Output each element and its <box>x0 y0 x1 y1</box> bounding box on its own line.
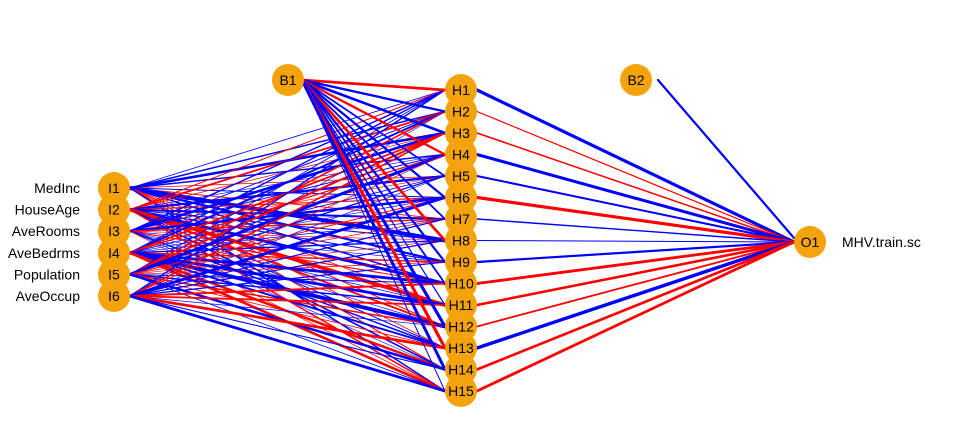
label-layer: MedIncHouseAgeAveRoomsAveBedrmsPopulatio… <box>8 180 921 304</box>
edge-hidden-output <box>476 132 795 243</box>
edge-input-hidden <box>129 218 446 297</box>
edge-bias-hidden <box>300 78 447 350</box>
node-label: H5 <box>452 168 470 184</box>
edge-hidden-output <box>475 240 796 307</box>
edge-hidden-output <box>476 240 795 243</box>
node-label: I1 <box>108 180 120 196</box>
edge-bias-hidden <box>300 78 447 372</box>
edge-input-hidden <box>128 294 447 393</box>
edge-bias-hidden <box>300 78 447 242</box>
edge-input-hidden <box>129 295 446 327</box>
edge-input-hidden <box>128 294 447 350</box>
edge-bias-hidden <box>300 78 447 264</box>
input-feature-label: AveRooms <box>12 223 80 239</box>
edge-bias-hidden <box>301 79 446 177</box>
edge-input-hidden <box>129 89 446 211</box>
edge-input-hidden <box>129 89 446 275</box>
edge-input-hidden <box>129 295 446 371</box>
edge-input-hidden <box>129 89 446 297</box>
input-feature-label: AveOccup <box>16 288 81 304</box>
node-label: H11 <box>449 297 474 313</box>
node-label: H1 <box>452 82 470 98</box>
node-label: H3 <box>452 125 470 141</box>
edge-hidden-output <box>475 240 796 285</box>
edge-hidden-output <box>475 153 796 244</box>
node-label: H9 <box>452 254 470 270</box>
input-feature-label: AveBedrms <box>8 245 80 261</box>
input-feature-label: Population <box>14 266 80 282</box>
edge-input-hidden <box>129 282 446 297</box>
edge-hidden-output <box>475 240 796 371</box>
node-label: I4 <box>108 245 120 261</box>
node-label: H15 <box>448 383 474 399</box>
edge-input-hidden <box>129 295 446 306</box>
node-circle <box>98 280 130 312</box>
node-label: H4 <box>452 147 470 163</box>
edge-hidden-output <box>475 195 796 244</box>
edge-bias-hidden <box>300 78 447 329</box>
edge-bias-hidden <box>301 79 446 306</box>
edge-input-hidden <box>129 89 446 254</box>
edge-input-hidden <box>129 89 446 189</box>
edge-input-hidden <box>128 196 447 298</box>
edge-input-hidden <box>129 154 446 297</box>
edge-layer <box>127 78 796 393</box>
output-variable-label: MHV.train.sc <box>842 234 921 250</box>
edge-bias-hidden <box>301 79 446 285</box>
input-feature-label: HouseAge <box>15 202 81 218</box>
node-circle <box>620 64 652 96</box>
edge-input-hidden <box>129 89 446 232</box>
node-label: I5 <box>108 266 120 282</box>
node-label: H14 <box>448 362 474 378</box>
node-label: H10 <box>448 276 474 292</box>
edge-hidden-output <box>475 240 796 264</box>
edge-bias-hidden <box>301 79 446 220</box>
edge-hidden-output <box>476 175 795 243</box>
bias-node-b2: B2 <box>620 64 652 96</box>
edge-bias-hidden <box>300 78 447 156</box>
node-label: H2 <box>452 104 470 120</box>
edge-bias-hidden <box>300 78 447 135</box>
node-label: H7 <box>452 211 470 227</box>
edge-hidden-output <box>475 88 796 244</box>
edge-bias-hidden <box>300 78 447 199</box>
edge-input-hidden <box>129 132 446 297</box>
input-feature-label: MedInc <box>34 180 80 196</box>
edge-input-hidden <box>129 261 446 297</box>
edge-bias-output <box>656 78 796 240</box>
edge-bias-hidden <box>300 78 447 92</box>
edge-hidden-output <box>475 240 796 393</box>
edge-bias-hidden <box>301 79 446 392</box>
edge-hidden-output <box>475 240 796 350</box>
bias-node-b1: B1 <box>272 64 304 96</box>
edge-hidden-output <box>476 218 795 243</box>
node-label: H12 <box>448 319 474 335</box>
node-label: H13 <box>448 340 474 356</box>
node-circle <box>445 375 477 407</box>
output-node-o1: O1 <box>794 226 826 258</box>
hidden-node-h15: H15 <box>445 375 477 407</box>
node-circle <box>794 226 826 258</box>
node-label: O1 <box>801 234 820 250</box>
node-label: I3 <box>108 223 120 239</box>
edge-input-hidden <box>129 111 446 297</box>
node-label: B2 <box>627 72 644 88</box>
edge-bias-hidden <box>300 78 447 113</box>
node-circle <box>272 64 304 96</box>
node-label: H6 <box>452 190 470 206</box>
input-node-i6: I6 <box>98 280 130 312</box>
node-label: I2 <box>108 202 120 218</box>
edge-hidden-output <box>476 241 795 328</box>
edge-hidden-output <box>476 110 795 243</box>
node-label: B1 <box>279 72 296 88</box>
node-label: I6 <box>108 288 120 304</box>
node-label: H8 <box>452 233 470 249</box>
